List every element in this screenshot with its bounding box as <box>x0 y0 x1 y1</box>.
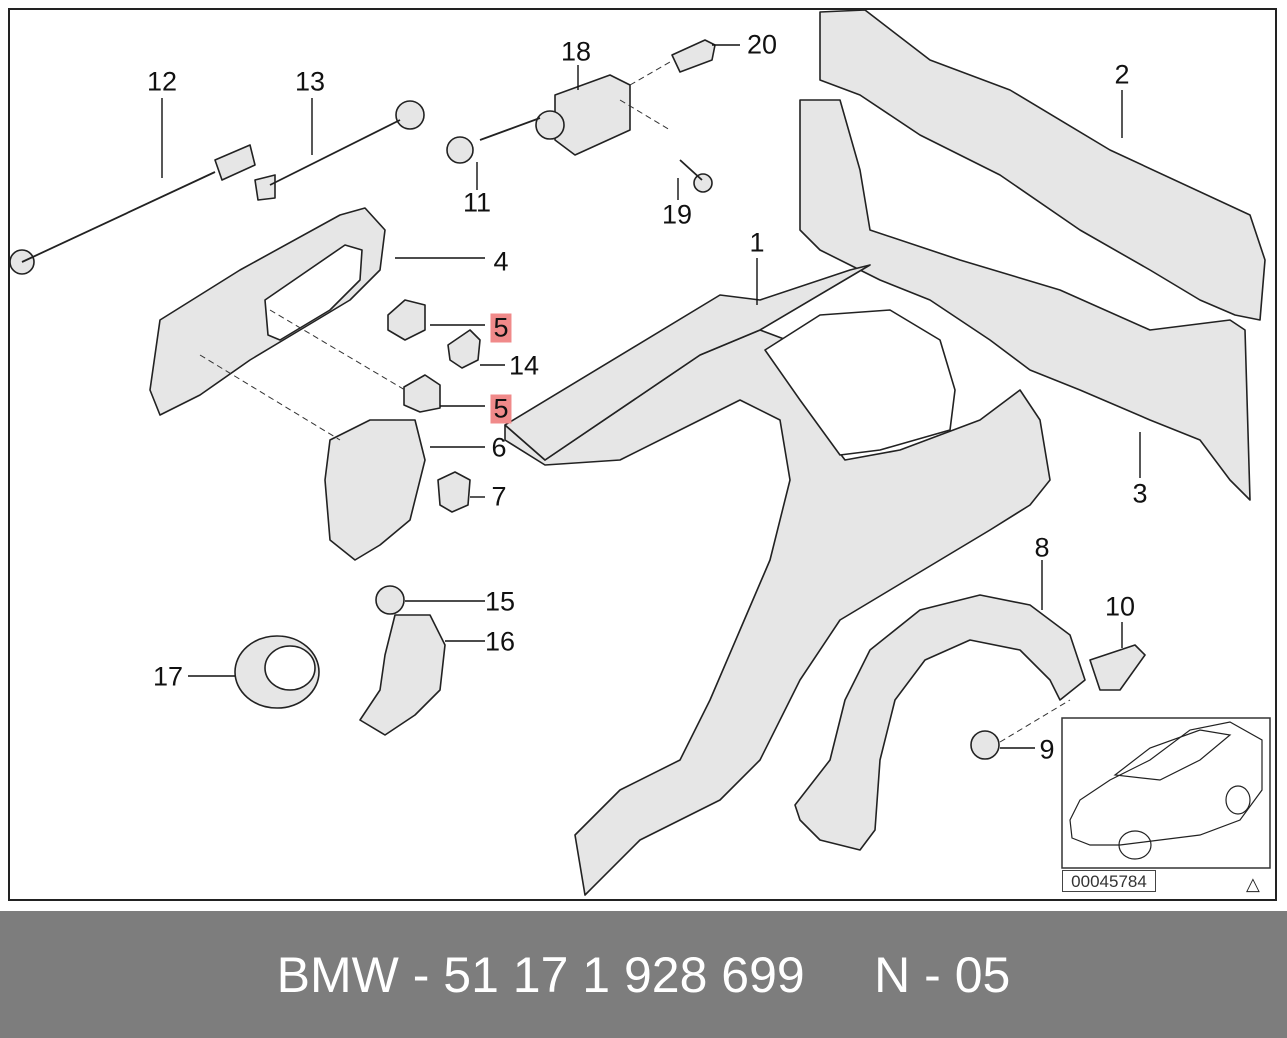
callout-6[interactable]: 6 <box>491 432 507 463</box>
part-filler-housing <box>324 419 426 561</box>
callout-4[interactable]: 4 <box>493 246 509 277</box>
callout-18[interactable]: 18 <box>560 36 592 67</box>
part-filler-flap-window <box>264 244 363 341</box>
callout-19[interactable]: 19 <box>661 199 693 230</box>
part-nut-15 <box>375 585 405 615</box>
callout-3[interactable]: 3 <box>1132 478 1148 509</box>
part-plug-20 <box>671 39 716 73</box>
car-thumbnail <box>1061 717 1271 869</box>
callout-13[interactable]: 13 <box>294 66 326 97</box>
part-rear-panel <box>819 9 1266 321</box>
part-side-top <box>504 264 871 461</box>
callout-15[interactable]: 15 <box>484 586 516 617</box>
part-actuator <box>554 74 631 156</box>
part-cable-12 <box>214 144 256 181</box>
part-number-caption: BMW - 51 17 1 928 699 N - 05 <box>276 946 1011 1003</box>
part-cable-13 <box>254 174 276 201</box>
callout-7[interactable]: 7 <box>491 481 507 512</box>
part-clip-14 <box>447 329 481 369</box>
callout-8[interactable]: 8 <box>1034 532 1050 563</box>
callout-10[interactable]: 10 <box>1104 591 1136 622</box>
part-clip-5a <box>387 299 426 341</box>
part-side-panel <box>504 329 1051 896</box>
footer-bar: BMW - 51 17 1 928 699 N - 05 <box>0 911 1287 1038</box>
callout-20[interactable]: 20 <box>746 29 778 60</box>
diagram-drawing <box>9 9 1271 896</box>
callout-1[interactable]: 1 <box>749 227 765 258</box>
callout-17[interactable]: 17 <box>152 661 184 692</box>
callout-5-top[interactable]: 5 <box>490 313 512 343</box>
callout-12[interactable]: 12 <box>146 66 178 97</box>
part-wheel-arch-liner <box>794 594 1086 851</box>
part-actuator-gear <box>535 110 565 140</box>
callout-16[interactable]: 16 <box>484 626 516 657</box>
diagram-reference-code: 00045784 <box>1062 870 1156 892</box>
part-side-window <box>764 309 956 456</box>
callout-9[interactable]: 9 <box>1039 734 1055 765</box>
part-clip-10 <box>1089 644 1146 691</box>
part-screw-19 <box>693 173 713 193</box>
callout-2[interactable]: 2 <box>1114 59 1130 90</box>
part-clip-7 <box>437 471 471 513</box>
callout-11[interactable]: 11 <box>462 187 492 218</box>
part-connector-11 <box>446 136 474 164</box>
warning-triangle-icon: △ <box>1246 874 1260 894</box>
callout-5-bottom[interactable]: 5 <box>490 394 512 424</box>
part-inner-frame <box>799 99 1251 501</box>
callout-14[interactable]: 14 <box>508 350 540 381</box>
part-bracket-16 <box>359 614 446 736</box>
part-screw-9 <box>970 730 1000 760</box>
part-clip-5b <box>403 374 441 413</box>
